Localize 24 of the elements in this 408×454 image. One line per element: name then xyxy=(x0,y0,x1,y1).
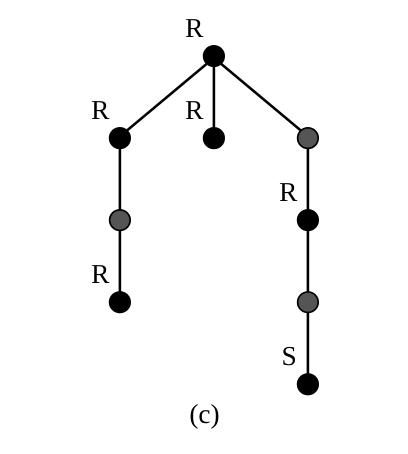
connector xyxy=(306,230,309,292)
connector xyxy=(118,230,121,292)
connector xyxy=(306,148,309,210)
connector xyxy=(306,312,309,374)
node-label: R xyxy=(184,12,203,43)
node-circle xyxy=(108,209,130,232)
node-circle xyxy=(296,209,319,232)
connector xyxy=(212,66,215,128)
node-label: R xyxy=(90,94,109,125)
node-circle xyxy=(108,291,130,314)
caption: (c) xyxy=(188,399,220,430)
node-circle xyxy=(108,127,130,150)
node-label: R xyxy=(278,177,297,208)
node-circle xyxy=(296,373,319,396)
connector xyxy=(118,148,121,210)
node-label: R xyxy=(184,94,203,125)
node-label: R xyxy=(90,259,109,290)
node-label: S xyxy=(281,341,296,372)
node-circle xyxy=(296,291,319,314)
node-circle xyxy=(202,127,224,150)
connector xyxy=(126,62,207,132)
node-circle xyxy=(296,127,319,150)
connector xyxy=(220,62,302,132)
node-circle xyxy=(202,44,224,68)
